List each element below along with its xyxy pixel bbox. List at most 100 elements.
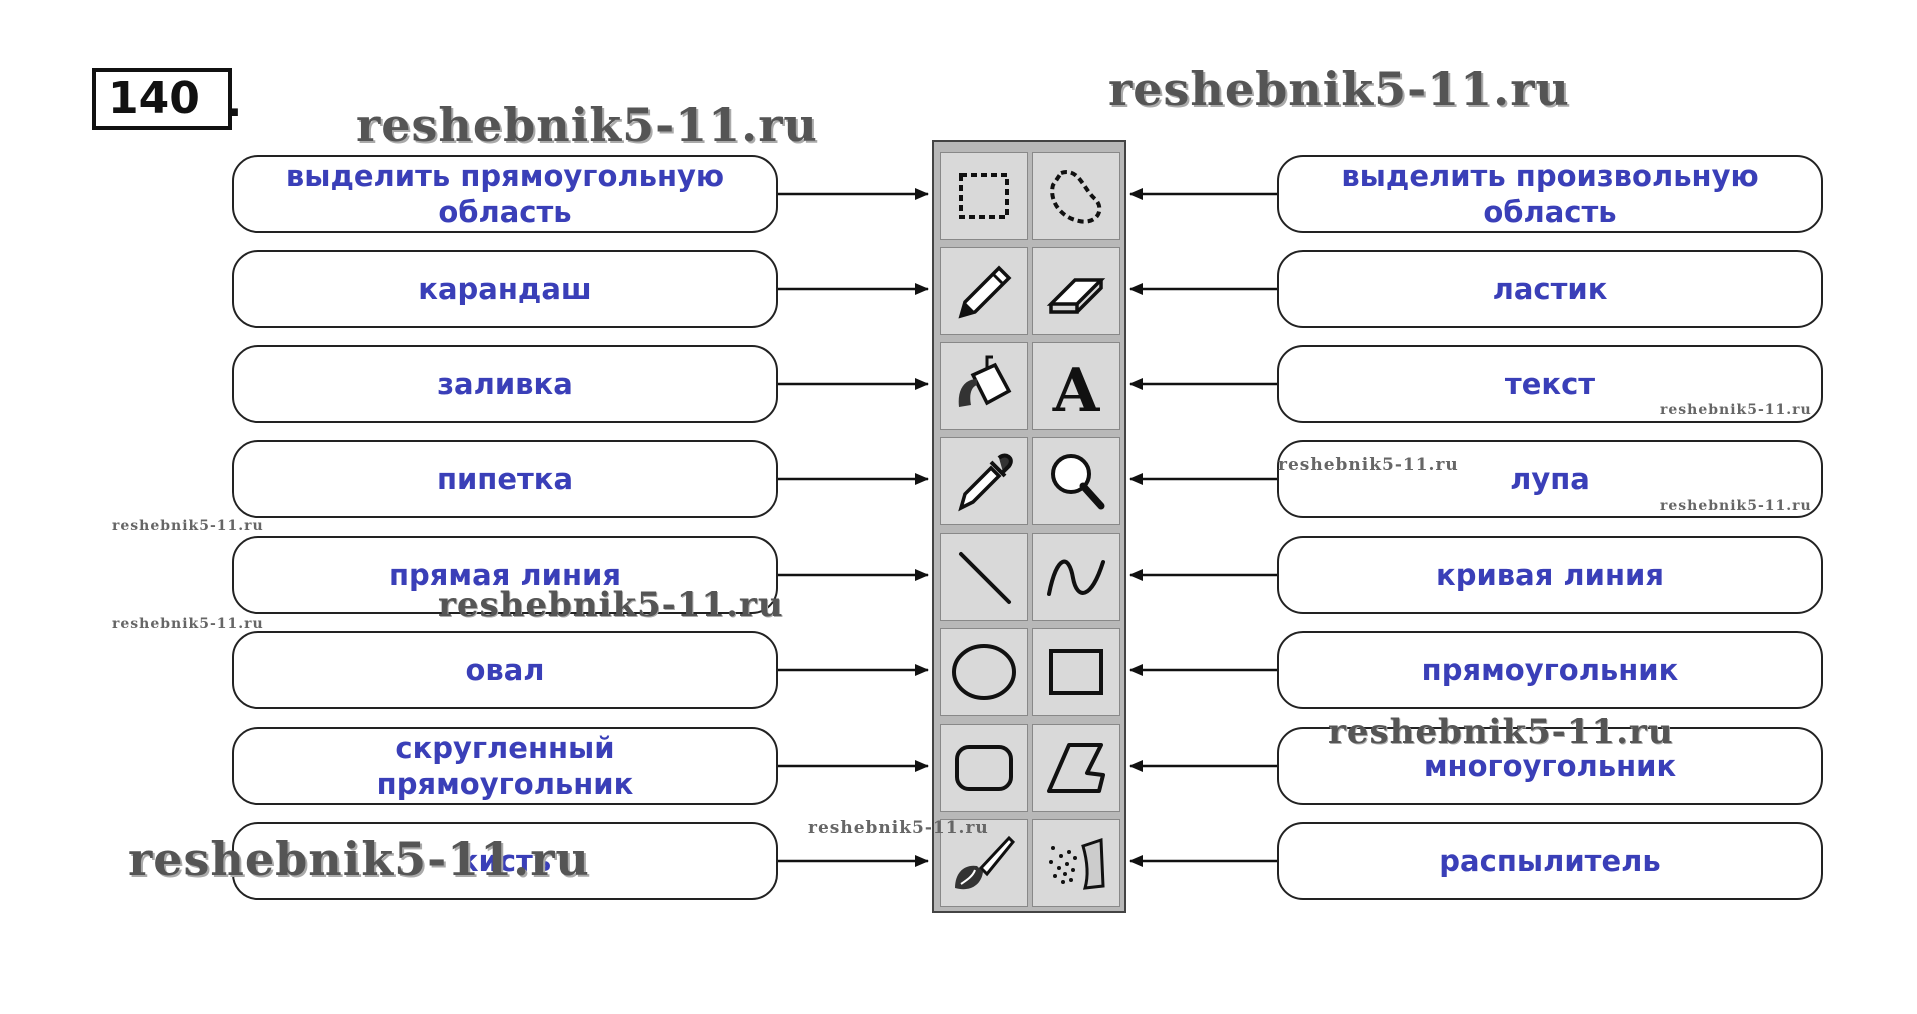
right-label-line: распылитель: [1439, 844, 1661, 878]
watermark-text: reshebnik5-11.ru: [112, 518, 264, 534]
left-label-text: заливка: [437, 366, 573, 402]
right-label-text: прямоугольник: [1422, 652, 1679, 688]
pencil-tool-button[interactable]: [940, 247, 1028, 335]
watermark-text: reshebnik5-11.ru: [356, 98, 818, 152]
right-label-line: многоугольник: [1423, 749, 1677, 783]
rect-select-icon: [959, 173, 1009, 219]
right-label-box: лупа: [1277, 440, 1823, 518]
free-select-icon: [1050, 170, 1102, 224]
right-label-box: многоугольник: [1277, 727, 1823, 805]
rectangle-tool-button[interactable]: [1032, 628, 1120, 716]
magnifier-icon: [1051, 454, 1105, 510]
right-label-line: выделить произвольную: [1341, 159, 1759, 193]
left-label-line: заливка: [437, 367, 573, 401]
left-label-text: прямая линия: [389, 557, 621, 593]
right-label-text: ластик: [1493, 271, 1608, 307]
brush-tool-button[interactable]: [940, 819, 1028, 907]
watermark-text: reshebnik5-11.ru: [112, 616, 264, 632]
right-label-box: распылитель: [1277, 822, 1823, 900]
line-tool-button[interactable]: [940, 533, 1028, 621]
watermark-text: reshebnik5-11.ru: [1660, 402, 1812, 418]
curve-tool-button[interactable]: [1032, 533, 1120, 621]
brush-icon: [955, 835, 1016, 890]
right-label-text: распылитель: [1439, 843, 1660, 879]
left-label-box: заливка: [232, 345, 778, 423]
airbrush-icon: [1049, 837, 1105, 890]
text-tool-button[interactable]: A: [1032, 342, 1120, 430]
task-number: 140: [108, 73, 200, 124]
left-label-line: прямая линия: [389, 558, 621, 592]
eraser-icon: [1046, 278, 1106, 314]
watermark-text: reshebnik5-11.ru: [128, 832, 590, 886]
free-select-tool-button[interactable]: [1032, 152, 1120, 240]
rounded-rectangle-tool-button[interactable]: [940, 724, 1028, 812]
left-label-line: область: [438, 195, 572, 229]
rectangle-icon: [1049, 649, 1103, 695]
left-label-line: кисть: [458, 844, 552, 878]
left-label-line: овал: [465, 653, 545, 687]
polygon-tool-button[interactable]: [1032, 724, 1120, 812]
right-label-line: область: [1483, 195, 1617, 229]
right-label-box: прямоугольник: [1277, 631, 1823, 709]
left-label-box: пипетка: [232, 440, 778, 518]
line-icon: [959, 552, 1011, 604]
left-label-box: карандаш: [232, 250, 778, 328]
left-label-line: прямоугольник: [376, 767, 634, 801]
right-label-box: кривая линия: [1277, 536, 1823, 614]
watermark-text: reshebnik5-11.ru: [1108, 62, 1570, 116]
right-label-text: многоугольник: [1424, 748, 1676, 784]
rounded-rectangle-icon: [955, 745, 1013, 791]
right-label-text: лупа: [1510, 461, 1590, 497]
eraser-tool-button[interactable]: [1032, 247, 1120, 335]
ellipse-tool-button[interactable]: [940, 628, 1028, 716]
watermark-text: reshebnik5-11.ru: [808, 818, 989, 838]
left-label-text: кисть: [459, 843, 551, 879]
left-label-box: кисть: [232, 822, 778, 900]
eyedropper-icon: [958, 453, 1013, 512]
right-label-text: текст: [1505, 366, 1595, 402]
magnifier-tool-button[interactable]: [1032, 437, 1120, 525]
right-label-line: лупа: [1510, 462, 1590, 496]
right-label-box: ластик: [1277, 250, 1823, 328]
pencil-icon: [958, 265, 1012, 319]
left-label-text: овал: [465, 652, 544, 688]
polygon-icon: [1047, 743, 1105, 793]
right-label-box: текст: [1277, 345, 1823, 423]
airbrush-tool-button[interactable]: [1032, 819, 1120, 907]
task-number-box: 140.: [92, 68, 242, 130]
text-icon: A: [1052, 356, 1101, 423]
left-label-line: карандаш: [418, 272, 592, 306]
task-number-dot: .: [226, 80, 242, 126]
right-label-text: кривая линия: [1436, 557, 1664, 593]
left-label-box: прямая линия: [232, 536, 778, 614]
left-label-line: пипетка: [436, 462, 574, 496]
fill-bucket-icon: [958, 355, 1012, 407]
watermark-text: reshebnik5-11.ru: [1328, 712, 1674, 752]
left-label-box: овал: [232, 631, 778, 709]
rect-select-tool-button[interactable]: [940, 152, 1028, 240]
eyedropper-tool-button[interactable]: [940, 437, 1028, 525]
left-label-text: пипетка: [437, 461, 573, 497]
curve-icon: [1047, 559, 1105, 596]
right-label-line: текст: [1504, 367, 1596, 401]
right-label-line: кривая линия: [1436, 558, 1664, 592]
watermark-text: reshebnik5-11.ru: [1278, 455, 1459, 475]
left-label-text: карандаш: [418, 271, 591, 307]
left-label-line: выделить прямоугольную: [285, 159, 725, 193]
right-label-line: прямоугольник: [1421, 653, 1679, 687]
text-tool-glyph: A: [1052, 356, 1101, 423]
ellipse-icon: [952, 644, 1016, 700]
paint-toolbox: A: [932, 140, 1126, 913]
fill-bucket-tool-button[interactable]: [940, 342, 1028, 430]
watermark-text: reshebnik5-11.ru: [438, 585, 784, 625]
right-label-line: ластик: [1492, 272, 1608, 306]
watermark-text: reshebnik5-11.ru: [1660, 498, 1812, 514]
